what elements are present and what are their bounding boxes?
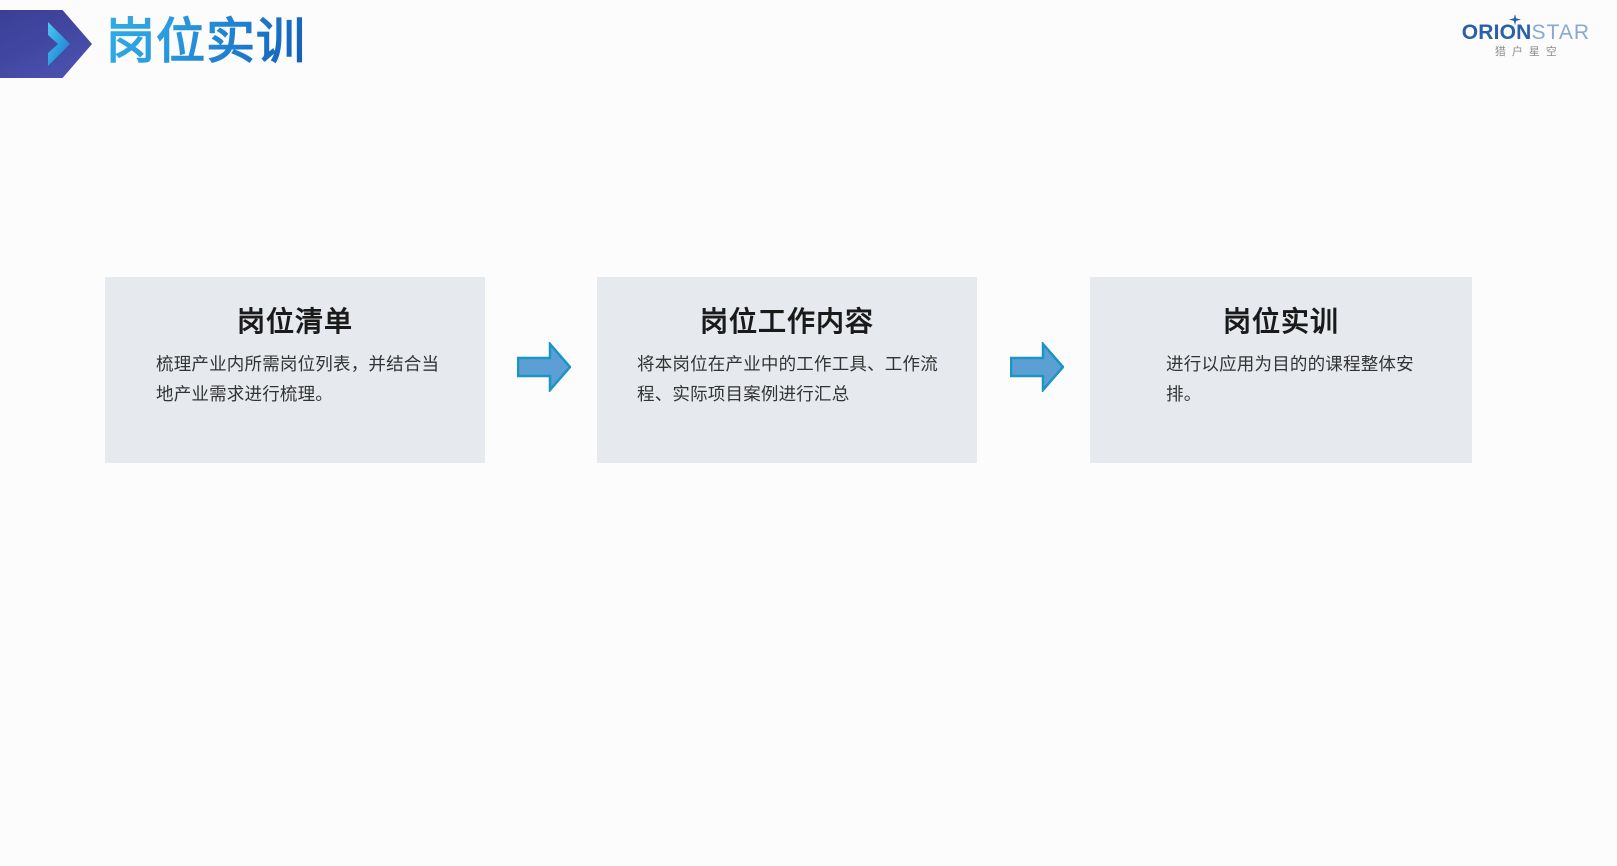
- flow-card-3-body: 进行以应用为目的的课程整体安排。: [1166, 354, 1414, 404]
- logo-word-secondary: STAR: [1531, 21, 1590, 44]
- flow-card-1-body: 梳理产业内所需岗位列表，并结合当地产业需求进行梳理。: [156, 354, 440, 404]
- process-flow-diagram: 岗位清单 梳理产业内所需岗位列表，并结合当地产业需求进行梳理。 岗位工作内容 将…: [0, 277, 1617, 467]
- orionstar-logo: ORIONSTAR 猎户星空: [1461, 14, 1590, 58]
- flow-card-2: 岗位工作内容 将本岗位在产业中的工作工具、工作流程、实际项目案例进行汇总: [597, 277, 977, 463]
- sparkle-star-icon: [1508, 14, 1521, 26]
- page-title: 岗位实训: [106, 11, 306, 73]
- flow-card-2-title: 岗位工作内容: [699, 306, 874, 337]
- logo-word-primary: ORION: [1461, 21, 1532, 44]
- flow-card-2-body: 将本岗位在产业中的工作工具、工作流程、实际项目案例进行汇总: [637, 354, 938, 404]
- flow-card-1: 岗位清单 梳理产业内所需岗位列表，并结合当地产业需求进行梳理。: [105, 277, 485, 463]
- logo-wordmark: ORIONSTAR: [1461, 14, 1590, 44]
- arrow-right-icon: [1010, 342, 1064, 392]
- flow-card-1-title: 岗位清单: [236, 306, 353, 337]
- arrow-right-icon: [517, 342, 571, 392]
- flow-card-3: 岗位实训 进行以应用为目的的课程整体安排。: [1090, 277, 1472, 463]
- chevron-right-icon: [48, 22, 70, 66]
- flow-card-3-title: 岗位实训: [1222, 306, 1339, 337]
- page-header: 岗位实训 ORIONSTAR 猎户星空: [0, 0, 1617, 95]
- logo-subtitle: 猎户星空: [1494, 46, 1563, 58]
